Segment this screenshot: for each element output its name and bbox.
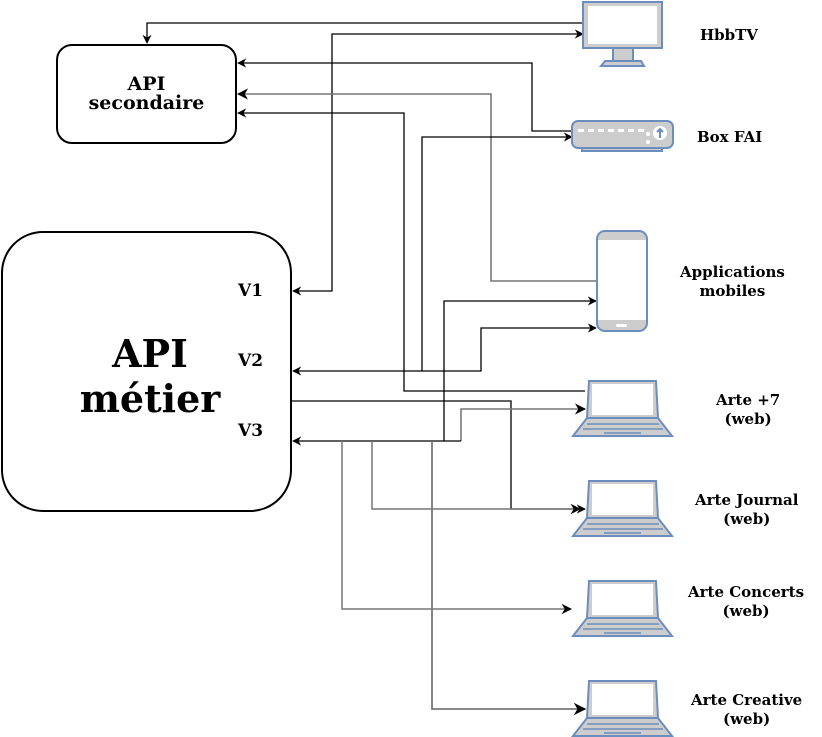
edge-v3-to-creative <box>431 441 587 716</box>
port-v1: V1 <box>238 281 264 301</box>
laptop-icon-journal <box>570 480 675 537</box>
label-arte-plus7: Arte +7 (web) <box>716 391 780 429</box>
edge-v3-to-concerts <box>341 441 573 615</box>
api-metier-node: API métier <box>1 231 292 512</box>
edge-v3-to-journal <box>371 441 582 515</box>
label-arte7-line2: (web) <box>724 410 772 428</box>
label-arte7-line1: Arte +7 <box>716 391 781 409</box>
label-creative-line1: Arte Creative <box>691 691 803 709</box>
api-metier-title: API métier <box>75 331 225 421</box>
label-box-fai: Box FAI <box>697 128 762 147</box>
label-mobile-line2: mobiles <box>699 282 766 300</box>
edge-api-metier-to-journal <box>292 400 586 514</box>
label-journal-line1: Arte Journal <box>695 491 799 509</box>
edge-v2-to-boxfai <box>421 132 573 371</box>
label-hbbtv: HbbTV <box>700 26 758 45</box>
label-concerts-line1: Arte Concerts <box>688 583 805 601</box>
smartphone-icon <box>596 230 648 332</box>
edge-v3-to-arte7 <box>460 403 587 441</box>
edge-v1-to-hbbtv <box>292 29 584 296</box>
edge-hbbtv-to-api-secondaire <box>142 22 583 44</box>
label-arte-journal: Arte Journal (web) <box>695 491 798 529</box>
label-hbbtv-line1: HbbTV <box>700 26 758 44</box>
port-v3: V3 <box>238 421 264 441</box>
api-secondaire-node: API secondaire <box>56 44 237 144</box>
edge-arte7-to-api-secondaire <box>237 108 585 392</box>
api-metier-title-line2: métier <box>79 376 221 421</box>
port-v2: V2 <box>238 351 264 371</box>
laptop-icon-arte7 <box>570 380 675 437</box>
api-secondaire-title-line1: API <box>127 73 166 95</box>
label-applications-mobiles: Applications mobiles <box>680 263 785 301</box>
label-journal-line2: (web) <box>723 510 771 528</box>
set-top-box-icon <box>571 120 674 152</box>
edge-v2-to-mobile <box>292 323 597 376</box>
edge-boxfai-to-api-secondaire <box>237 58 572 132</box>
edge-mobile-to-api-secondaire <box>236 88 597 282</box>
edge-v3-to-mobile <box>443 296 597 441</box>
api-metier-title-line1: API <box>112 331 188 376</box>
laptop-icon-concerts <box>570 580 675 637</box>
label-mobile-line1: Applications <box>680 263 785 281</box>
laptop-icon-creative <box>570 680 675 737</box>
label-creative-line2: (web) <box>723 710 771 728</box>
label-concerts-line2: (web) <box>722 602 770 620</box>
api-secondaire-title-line2: secondaire <box>88 92 205 114</box>
label-box-fai-line1: Box FAI <box>697 128 763 146</box>
monitor-icon <box>582 1 663 67</box>
label-arte-concerts: Arte Concerts (web) <box>688 583 804 621</box>
label-arte-creative: Arte Creative (web) <box>691 691 802 729</box>
